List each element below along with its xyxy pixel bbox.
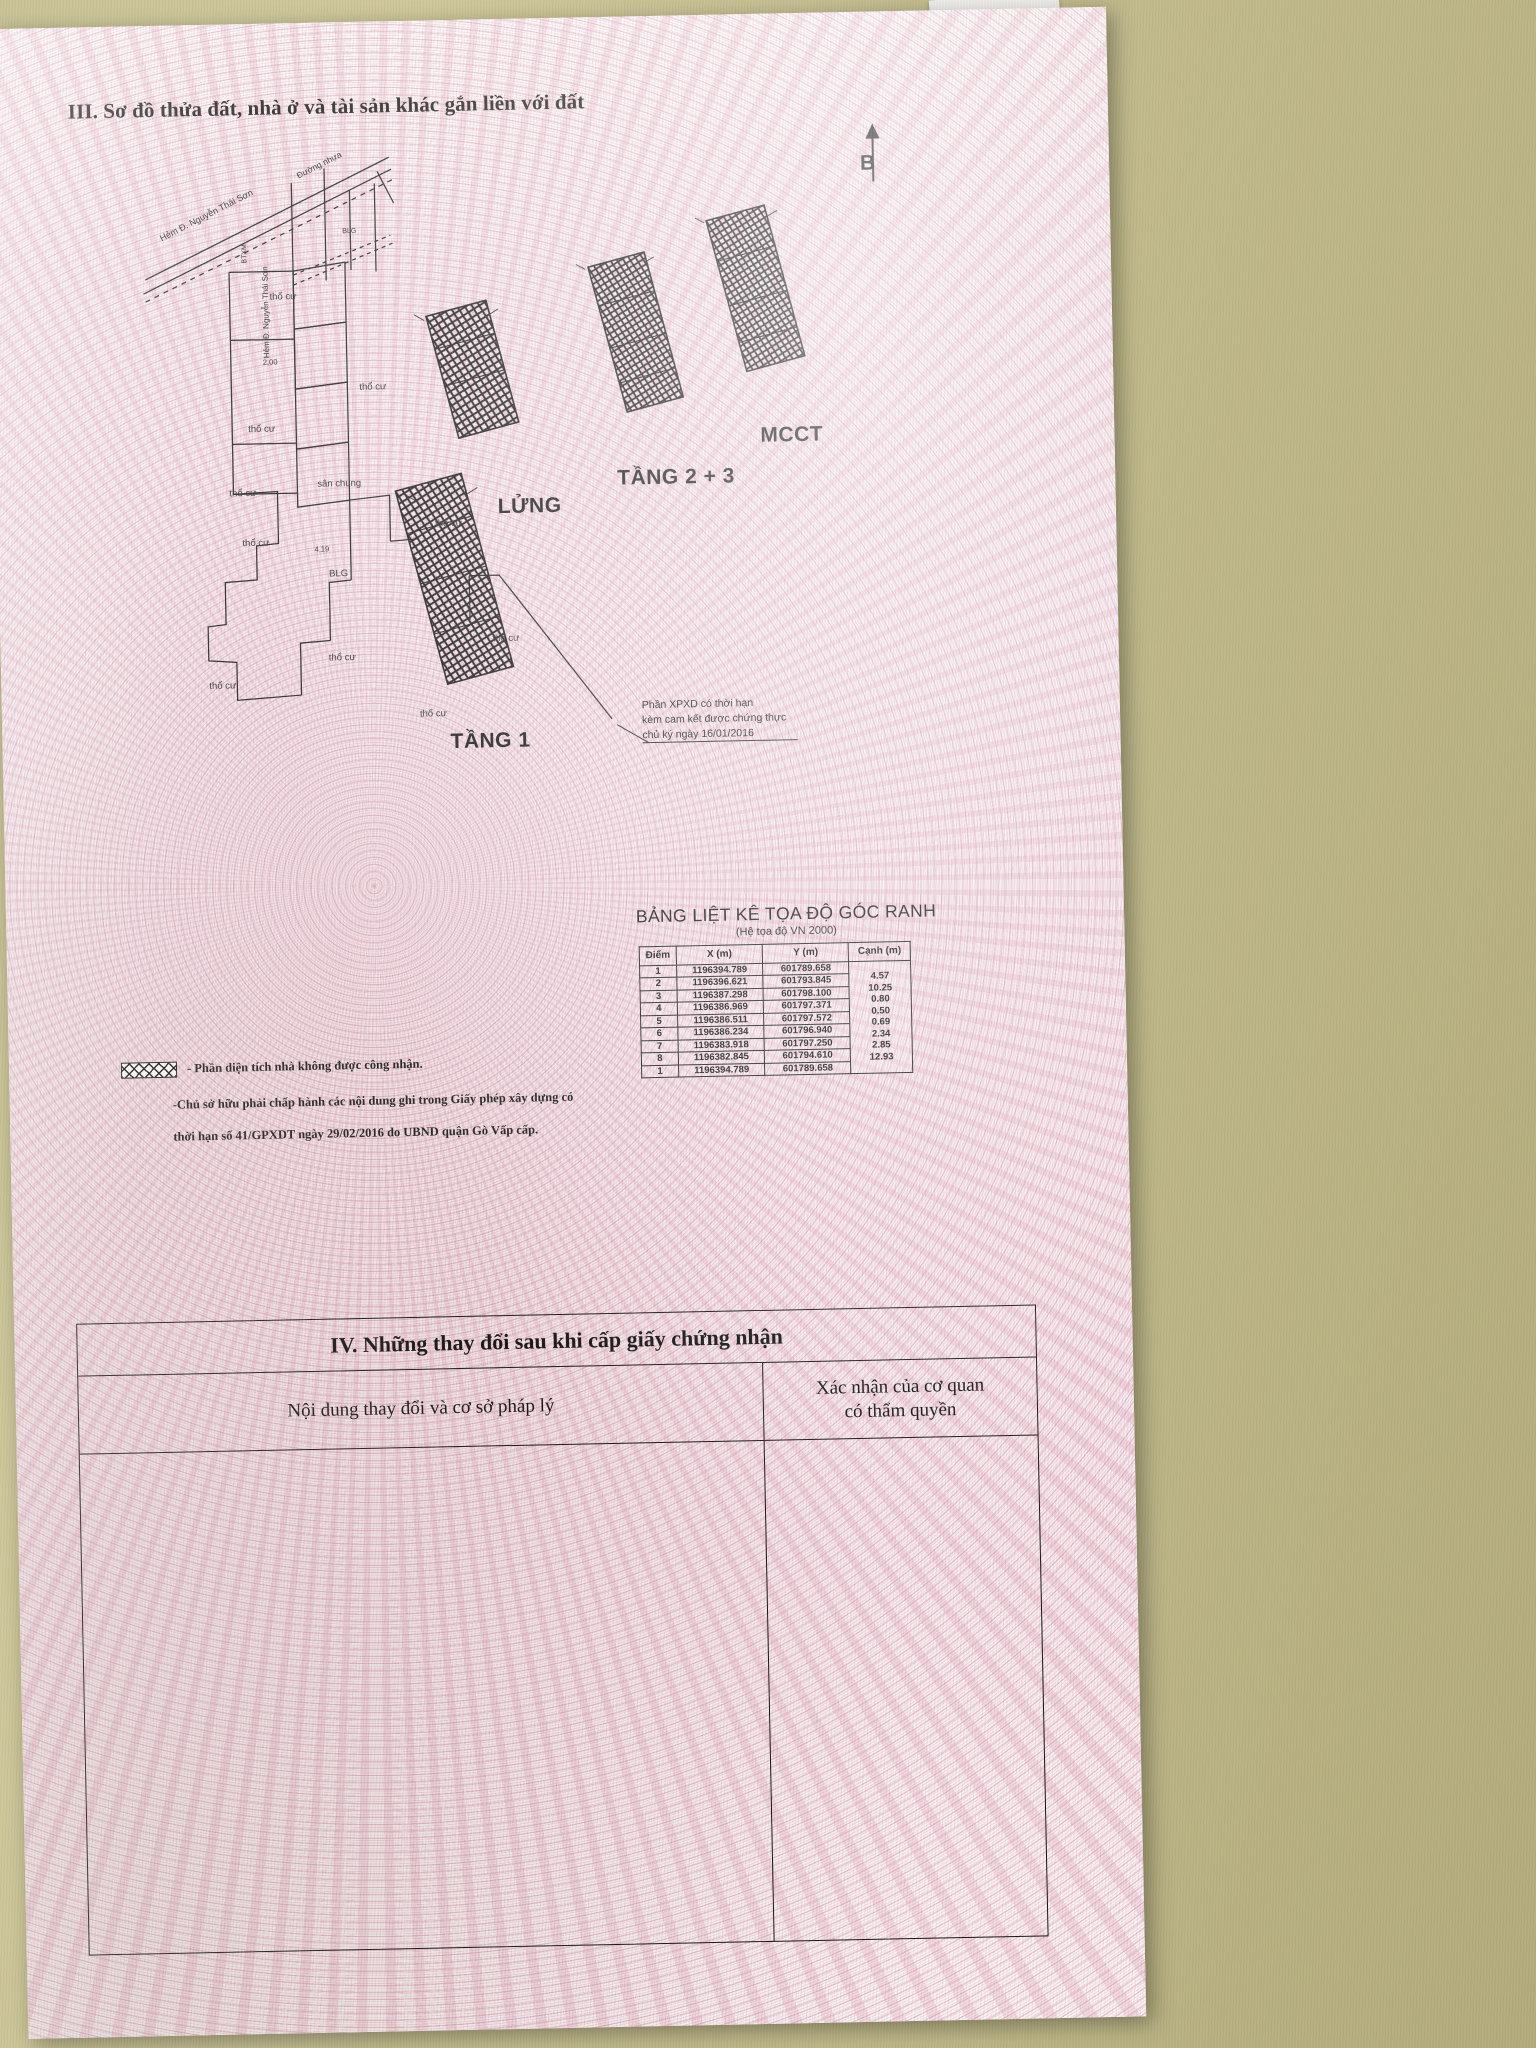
label-tho-cu: thổ cư [209, 680, 237, 692]
label-blg-top: BLG [342, 227, 357, 236]
survey-sketch-svg [143, 156, 806, 720]
legend-note-1: - Phần diện tích nhà không được công nhậ… [186, 1056, 423, 1076]
section-4-left-column: Nội dung thay đổi và cơ sở pháp lý [78, 1362, 775, 1955]
dimension-200: 2,00 [262, 357, 278, 367]
floorplan-title-lung: LỬNG [497, 493, 562, 519]
floorplan-tang1 [394, 472, 515, 686]
label-tho-cu: thổ cư [419, 708, 448, 720]
floorplan-title-mcct: MCCT [760, 422, 824, 447]
floorplan-lung [424, 299, 520, 440]
cell-diem: 4 [640, 1002, 678, 1016]
street-label-hem-nguyen-thai-son-2: Hẻm Đ. Nguyễn Thái Sơn [260, 266, 272, 359]
floorplan-title-tang1: TẦNG 1 [450, 728, 531, 754]
coordinate-table-block: BẢNG LIỆT KÊ TỌA ĐỘ GÓC RANH (Hệ tọa độ … [626, 900, 949, 1079]
col-header-x: X (m) [676, 944, 763, 965]
label-tho-cu: thổ cư [359, 381, 387, 393]
section-4-right-header-line2: có thẩm quyền [844, 1398, 957, 1422]
label-tho-cu: thổ cư [229, 487, 257, 500]
cell-diem: 8 [641, 1052, 679, 1066]
legend-hatch-swatch [120, 1061, 178, 1079]
cell-diem: 3 [640, 989, 678, 1003]
xpxd-annotation: Phần XPXD có thời hạn kèm cam kết được c… [642, 695, 787, 744]
cell-canh-value: 12.93 [869, 1051, 894, 1063]
label-tho-cu: thổ cư [435, 517, 463, 530]
dimension-419: 4,19 [314, 544, 330, 554]
cell-diem: 7 [641, 1039, 679, 1053]
section-4-table: IV. Những thay đổi sau khi cấp giấy chứn… [76, 1304, 1049, 1956]
label-tho-cu: thổ cư [242, 537, 270, 550]
section-4-left-header-text: Nội dung thay đổi và cơ sở pháp lý [287, 1394, 555, 1422]
section-4-right-column: Xác nhận của cơ quan có thẩm quyền [763, 1357, 1048, 1940]
label-san-chung: sân chung [317, 477, 362, 490]
label-blg: BLG [329, 568, 349, 580]
cadastral-drawing: Hẻm Đ. Nguyễn Thái Sơn Đường nhựa Hẻm Đ.… [0, 7, 1126, 1029]
label-tho-cu: thổ cư [492, 632, 520, 645]
col-header-y: Y (m) [762, 942, 849, 963]
cell-diem: 1 [641, 1064, 679, 1078]
section-4-right-header-line1: Xác nhận của cơ quan [815, 1374, 985, 1399]
cell-y: 601789.658 [764, 1061, 852, 1076]
section-4-title: IV. Những thay đổi sau khi cấp giấy chứn… [329, 1323, 784, 1358]
certificate-sheet: III. Sơ đồ thửa đất, nhà ở và tài sản kh… [0, 6, 1147, 2039]
legend-note-3: thời hạn số 41/GPXDT ngày 29/02/2016 do … [173, 1122, 539, 1144]
cell-diem: 1 [639, 964, 677, 978]
floorplan-mcct [705, 204, 806, 373]
cell-x: 1196394.789 [678, 1062, 765, 1078]
cell-diem: 5 [640, 1014, 678, 1028]
section-4-left-body[interactable] [80, 1441, 774, 1955]
section-4-right-header-text: Xác nhận của cơ quan có thẩm quyền [816, 1373, 985, 1424]
legend-note-2: -Chủ sở hữu phải chấp hành các nội dung … [172, 1089, 574, 1112]
floorplan-tang23 [587, 251, 685, 413]
label-tho-cu: thổ cư [328, 651, 356, 664]
cell-diem: 2 [639, 977, 677, 991]
section-4-left-header: Nội dung thay đổi và cơ sở pháp lý [78, 1362, 764, 1455]
label-tho-cu: thổ cư [248, 423, 276, 436]
label-tho-cu: thổ cư [269, 291, 297, 303]
floorplan-title-tang23: TẦNG 2 + 3 [617, 464, 736, 490]
label-btxm: BTXM [240, 244, 249, 264]
col-header-canh: Cạnh (m) [848, 941, 911, 962]
section-4-right-header: Xác nhận của cơ quan có thẩm quyền [763, 1357, 1038, 1441]
col-header-diem: Điểm [639, 946, 677, 966]
section-4-right-body[interactable] [765, 1435, 1048, 1940]
cell-diem: 6 [640, 1027, 678, 1041]
